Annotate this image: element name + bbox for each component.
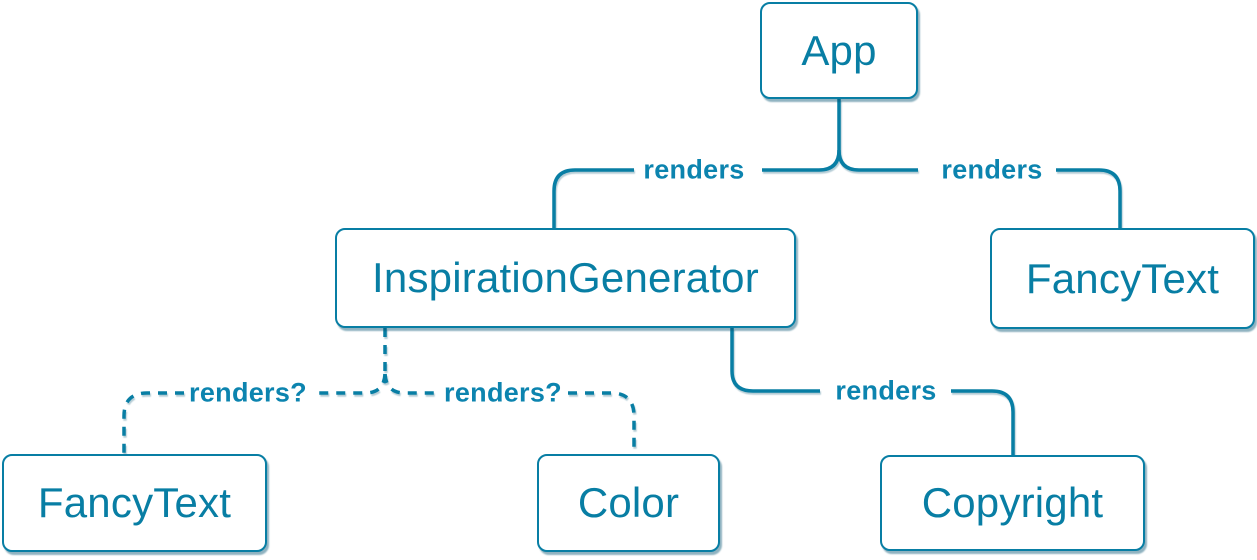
- edge-label-inspiration-generator-renders-color: renders?: [444, 377, 562, 408]
- edge-app-stem-right: [837, 149, 918, 172]
- edge-conditional-flare-left: [313, 373, 387, 395]
- edge-inspiration-generator-to-color: [568, 391, 636, 455]
- edge-inspiration-generator-to-copyright-end: [951, 389, 1015, 456]
- edge-inspiration-generator-to-fancy-text: [122, 391, 184, 455]
- edge-label-inspiration-generator-renders-fancy-text: renders?: [189, 377, 307, 408]
- node-color: Color: [537, 454, 720, 552]
- edge-label-inspiration-generator-renders-copyright: renders: [835, 375, 937, 406]
- edge-inspiration-generator-to-copyright-start: [730, 328, 820, 393]
- edge-app-stem-left: [762, 99, 841, 172]
- node-inspiration-generator: InspirationGenerator: [335, 228, 796, 328]
- node-copyright: Copyright: [880, 455, 1145, 551]
- edge-app-to-fancy-text: [1056, 168, 1122, 229]
- edge-label-app-renders-inspiration-generator: renders: [643, 154, 745, 185]
- edge-app-to-inspiration-generator: [552, 168, 634, 229]
- node-fancy-text-top: FancyText: [990, 228, 1255, 329]
- edge-conditional-flare-right: [383, 373, 438, 395]
- node-fancy-text-bottom: FancyText: [2, 454, 267, 552]
- node-app: App: [760, 2, 918, 99]
- edge-label-app-renders-fancy-text: renders: [941, 154, 1043, 185]
